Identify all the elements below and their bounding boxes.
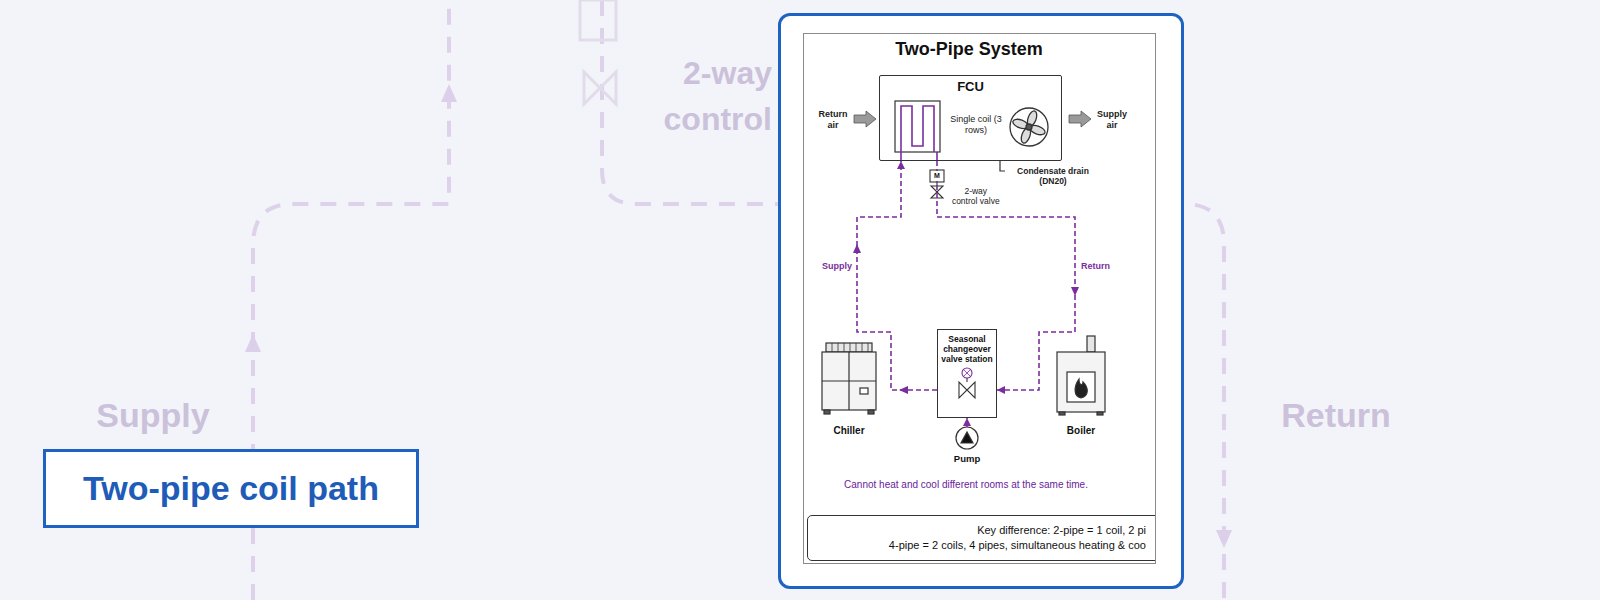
condensate-pipe bbox=[1000, 161, 1005, 171]
key-line: Key difference: 2-pipe = 1 coil, 2 pi bbox=[814, 523, 1146, 538]
chiller-unit: Chiller bbox=[816, 341, 882, 441]
equipment-name: Boiler bbox=[1050, 425, 1112, 436]
faded-pipe bbox=[602, 0, 1224, 600]
card-frame bbox=[778, 13, 1184, 589]
title-box: Two-pipe coil path bbox=[43, 449, 419, 528]
panel-title: Two-Pipe System bbox=[804, 39, 1134, 60]
faded-arrow bbox=[1216, 530, 1232, 548]
boiler-icon bbox=[1075, 379, 1087, 398]
changeover-valve-symbol bbox=[966, 378, 967, 382]
valve-station: Seasonal changeover valve station bbox=[937, 329, 997, 418]
boiler-icon bbox=[1087, 336, 1095, 352]
changeover-valve-symbol bbox=[959, 368, 975, 398]
title-text: Two-pipe coil path bbox=[83, 469, 379, 508]
faded-label: Return bbox=[1268, 396, 1404, 435]
pump-symbol bbox=[956, 427, 978, 449]
faded-valve bbox=[584, 72, 616, 104]
boiler-icon bbox=[1067, 372, 1095, 402]
fan-coil-unit: FCU Single coil (3 rows) bbox=[879, 75, 1062, 161]
flow-label: Return bbox=[1081, 261, 1121, 271]
boiler-icon bbox=[1057, 352, 1105, 412]
changeover-valve-symbol bbox=[962, 368, 972, 378]
changeover-valve-symbol bbox=[959, 382, 975, 398]
faded-label: 2-way control bbox=[640, 50, 772, 142]
chiller-icon bbox=[868, 410, 874, 414]
coil-symbol bbox=[895, 101, 940, 152]
equipment-name: Chiller bbox=[816, 425, 882, 436]
note-text: Cannot heat and cool different rooms at … bbox=[806, 479, 1126, 490]
boiler-unit: Boiler bbox=[1050, 336, 1112, 439]
boiler-icon bbox=[1057, 336, 1105, 415]
chiller-icon bbox=[832, 343, 868, 352]
pump-name: Pump bbox=[947, 453, 987, 464]
fan-symbol bbox=[1010, 108, 1048, 146]
flow-arrow bbox=[853, 244, 1079, 394]
chiller-icon bbox=[824, 410, 830, 414]
chiller-icon bbox=[822, 343, 876, 414]
chiller-icon bbox=[822, 352, 876, 410]
coil-symbol bbox=[901, 152, 937, 161]
boiler-icon bbox=[1097, 412, 1103, 415]
valve-label: 2-way control valve bbox=[951, 186, 1001, 206]
coil-note: Single coil (3 rows) bbox=[949, 114, 1003, 136]
airflow-arrow bbox=[854, 111, 876, 127]
key-line: 4-pipe = 2 coils, 4 pipes, simultaneous … bbox=[814, 538, 1146, 553]
drain-label: Condensate drain (DN20) bbox=[1009, 166, 1097, 186]
chiller-icon bbox=[826, 343, 872, 352]
station-name: Seasonal changeover valve station bbox=[939, 334, 995, 364]
air-label: Supply air bbox=[1094, 109, 1130, 131]
fan-symbol bbox=[1010, 108, 1048, 146]
unit-name: FCU bbox=[880, 79, 1061, 94]
key-box: Key difference: 2-pipe = 1 coil, 2 pi4-p… bbox=[807, 515, 1156, 561]
condensate-pipe bbox=[1000, 161, 1005, 171]
changeover-valve-symbol bbox=[964, 370, 970, 376]
pump-symbol bbox=[956, 427, 978, 449]
actuator-letter: M bbox=[931, 171, 943, 181]
chiller-icon bbox=[822, 352, 876, 410]
faded-label: Supply bbox=[88, 396, 218, 435]
pipe-connector bbox=[857, 161, 937, 390]
coil-symbol bbox=[901, 106, 934, 152]
control-valve-symbol bbox=[930, 170, 944, 182]
chiller-icon bbox=[860, 388, 868, 394]
faded-arrow bbox=[245, 334, 261, 352]
pipe-connector bbox=[937, 161, 1075, 390]
faded-arrow bbox=[441, 84, 457, 102]
pump-symbol bbox=[961, 432, 973, 443]
pipe-connector bbox=[966, 418, 968, 427]
air-label: Return air bbox=[815, 109, 851, 131]
fan-symbol bbox=[1026, 124, 1032, 130]
flow-label: Supply bbox=[816, 261, 852, 271]
coil-symbol bbox=[895, 101, 940, 161]
pump: Pump bbox=[947, 427, 987, 467]
faded-valve bbox=[580, 0, 616, 104]
boiler-icon bbox=[1059, 412, 1065, 415]
airflow-arrow bbox=[1069, 111, 1091, 127]
faded-valve bbox=[580, 0, 616, 40]
